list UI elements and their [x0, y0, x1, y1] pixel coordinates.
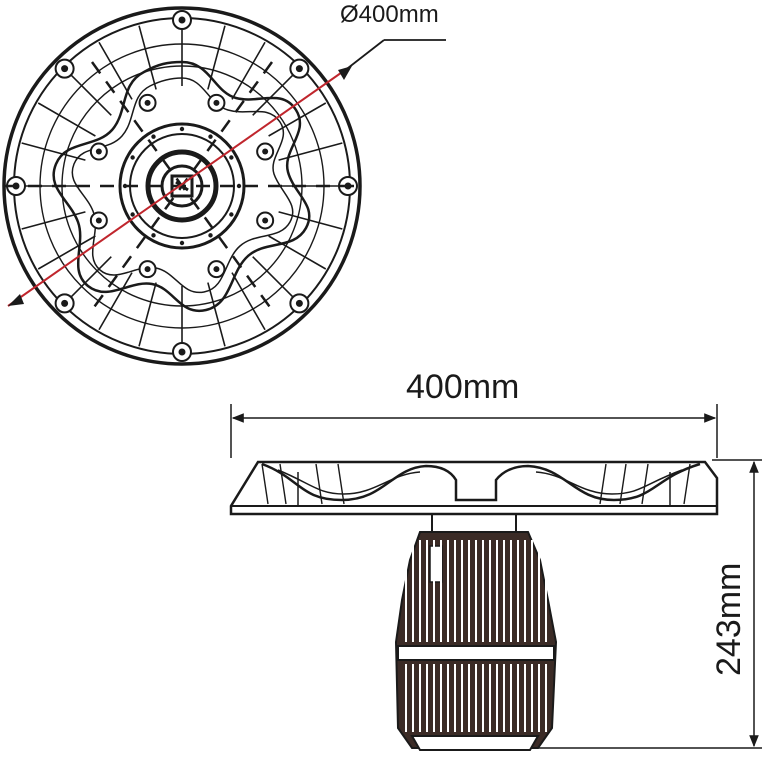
fin-rib — [268, 235, 327, 270]
fin-rib — [98, 41, 133, 100]
housing-band — [397, 645, 555, 661]
reflector-rib — [619, 463, 627, 505]
diameter-arrow-tail — [8, 294, 24, 306]
fin-rib — [207, 25, 226, 90]
diameter-arrow-head — [338, 66, 352, 80]
fin-rib — [37, 102, 96, 137]
hub-dot — [229, 155, 234, 160]
reflector-lobe-curves — [261, 462, 701, 502]
diameter-leader-line — [7, 67, 349, 307]
cooling-fins — [405, 540, 547, 732]
reflector-rib — [337, 463, 345, 505]
side-view: 400mm 243mm — [229, 368, 762, 751]
mount-tab-hole — [61, 65, 69, 73]
mount-tab-hole — [295, 299, 303, 307]
hub-dot — [229, 212, 234, 217]
hub-dot — [130, 155, 135, 160]
screw-center — [95, 148, 102, 155]
reflector-lobe-curves-inner — [277, 469, 683, 495]
hub-dot — [179, 240, 185, 246]
reflector-rib — [683, 463, 691, 505]
hub-dot — [151, 233, 156, 238]
reflector-rib — [279, 463, 287, 505]
screw-center — [213, 99, 220, 106]
fin-rib — [64, 256, 112, 304]
screw-center — [144, 99, 151, 106]
diameter-label: Ø400mm — [340, 1, 439, 28]
mount-tab-hole — [295, 65, 303, 73]
fin-rib — [207, 282, 226, 347]
reflector-rib — [261, 463, 269, 505]
fin-rib — [278, 211, 343, 230]
screw-center — [213, 266, 220, 273]
fin-rib — [64, 68, 112, 116]
fin-rib — [252, 256, 300, 304]
screw-center — [144, 266, 151, 273]
fin-rib — [252, 68, 300, 116]
mount-tab-hole — [61, 299, 69, 307]
screw-center — [262, 217, 269, 224]
fin-rib — [37, 235, 96, 270]
hub-dot — [208, 134, 213, 139]
hub-dot — [208, 233, 213, 238]
screw-center — [262, 148, 269, 155]
rim-mount-tabs — [6, 10, 358, 362]
height-label: 243mm — [710, 563, 748, 676]
mount-tab-hole — [178, 16, 186, 24]
fin-rib — [138, 25, 157, 90]
reflector-rib-lines — [261, 463, 691, 505]
fin-rib — [268, 102, 327, 137]
hub-dot — [179, 126, 185, 132]
screw-heads — [89, 93, 275, 279]
width-label: 400mm — [406, 368, 519, 406]
reflector-rib — [641, 463, 649, 505]
fin-rib — [21, 142, 86, 161]
center-line-diagonal-b — [90, 61, 274, 311]
hub-dot — [130, 212, 135, 217]
fin-rib — [138, 282, 157, 347]
lobed-reflector — [52, 60, 311, 313]
fin-rib — [21, 211, 86, 230]
reflector-rib — [599, 463, 607, 505]
screw-center — [95, 217, 102, 224]
housing-bottom-cap — [410, 735, 540, 751]
reflector-rib — [315, 463, 323, 505]
hub-dot — [236, 183, 242, 189]
fin-rib — [231, 272, 266, 331]
lobe-outline — [52, 60, 311, 313]
hub-dot — [151, 134, 156, 139]
lobe-outline-inner — [71, 77, 294, 294]
top-view: Ø400mm — [2, 1, 446, 366]
fin-rib — [98, 272, 133, 331]
diameter-leader-tail — [347, 39, 385, 69]
mount-tab-hole — [178, 348, 186, 356]
fin-rib — [231, 41, 266, 100]
